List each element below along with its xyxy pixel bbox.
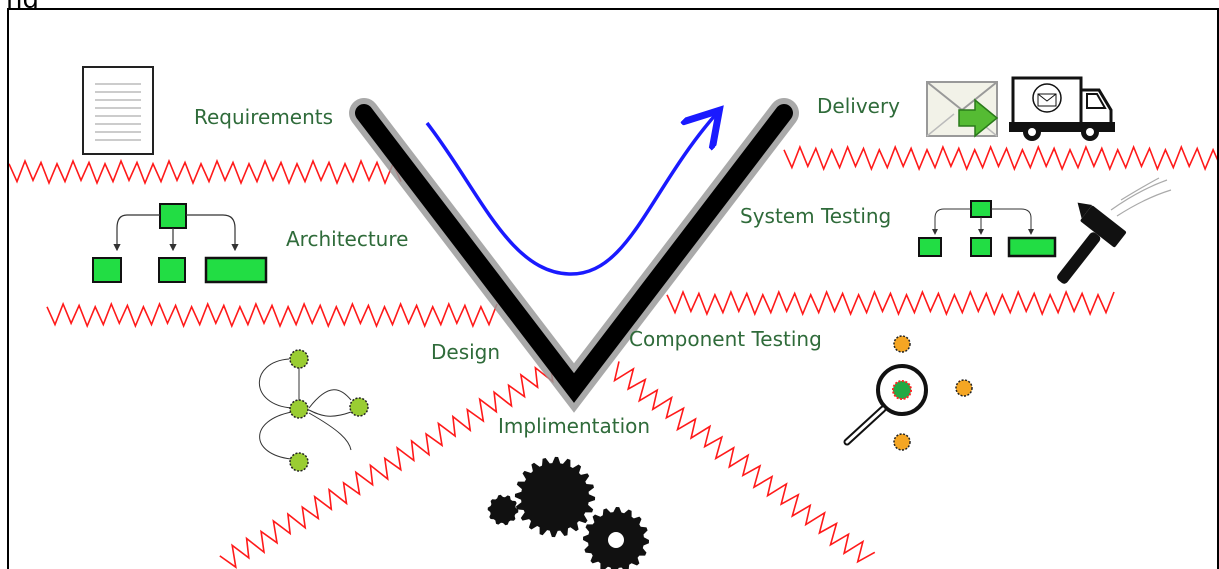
label-implementation: Implimentation — [498, 414, 650, 438]
email-send-icon — [926, 81, 999, 138]
architecture-tree-icon — [92, 203, 268, 284]
gear-medium-hole — [608, 532, 624, 548]
boundary-system-component — [666, 289, 1115, 317]
gear-large — [514, 456, 596, 538]
gear-small — [487, 494, 519, 526]
phase-boundaries — [9, 144, 1217, 569]
boundary-implementation-component — [613, 361, 876, 564]
label-design: Design — [431, 340, 500, 364]
v-model-diagram: Requirements Architecture Design Implime… — [7, 8, 1219, 569]
system-tree-icon — [918, 200, 1057, 258]
label-system-testing: System Testing — [740, 204, 891, 228]
boundary-architecture-design — [46, 301, 498, 329]
magnifier-icon — [843, 335, 973, 451]
design-graph-icon — [258, 349, 369, 472]
label-architecture: Architecture — [286, 227, 408, 251]
boundary-design-implementation — [219, 360, 554, 569]
flow-arrow — [425, 113, 717, 276]
document-icon — [82, 66, 154, 155]
v-shape — [349, 98, 799, 413]
label-delivery: Delivery — [817, 94, 900, 118]
gears-icon — [487, 456, 649, 569]
boundary-requirements-architecture — [9, 158, 402, 186]
label-component-testing: Component Testing — [629, 327, 822, 351]
boundary-delivery-system — [783, 144, 1217, 172]
delivery-truck-icon — [1009, 76, 1115, 141]
hammer-icon — [1057, 177, 1172, 284]
label-requirements: Requirements — [194, 105, 333, 129]
